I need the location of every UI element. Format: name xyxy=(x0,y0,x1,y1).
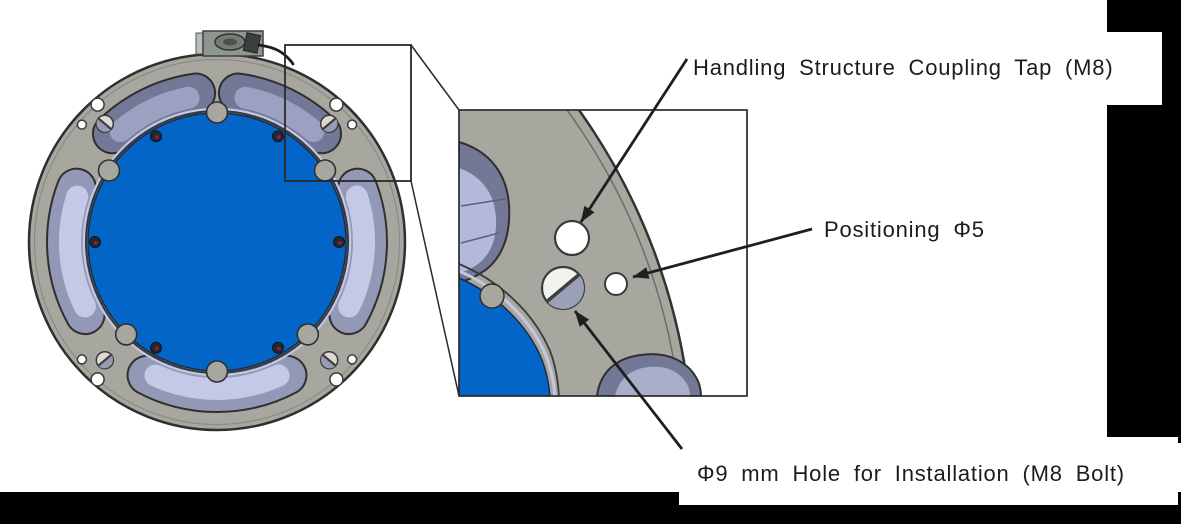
phi9-installation-hole xyxy=(540,265,586,311)
label-installation: Φ9 mm Hole for Installation (M8 Bolt) xyxy=(697,461,1125,486)
detail-slot-line xyxy=(460,232,500,244)
phi9-bolt-slot-small xyxy=(321,117,337,131)
disk-screw-mark xyxy=(337,240,342,245)
detail-disk-edge-dark xyxy=(459,263,560,396)
phi9-bolt-shadow-small xyxy=(322,118,338,132)
detail-slot-top-left xyxy=(459,140,511,284)
bracket-block xyxy=(242,32,262,54)
mounting-slot-highlight xyxy=(338,185,376,318)
disk-notch xyxy=(296,323,320,346)
callout-line-bottom xyxy=(410,180,460,397)
disk-notch xyxy=(205,101,229,124)
disk-notch xyxy=(97,159,121,182)
m8-tap-hole-small xyxy=(90,97,105,112)
detail-view xyxy=(458,109,748,397)
phi9-bolt-shadow-small xyxy=(321,354,336,369)
detail-disk-notch xyxy=(479,283,505,309)
bracket-wire xyxy=(257,43,295,66)
detail-slot-line xyxy=(460,198,506,207)
mounting-slot-highlight xyxy=(109,86,200,143)
phi9-bolt-shadow-small xyxy=(98,354,113,369)
bracket-boss-center xyxy=(223,38,237,46)
phi9-bolt-slot-small xyxy=(97,117,113,131)
callout-line-top xyxy=(410,44,460,111)
label-tap: Handling Structure Coupling Tap (M8) xyxy=(693,55,1113,80)
disk-notch xyxy=(205,360,229,383)
phi5-positioning-hole-small xyxy=(76,119,88,130)
detail-slot-inner xyxy=(459,168,497,272)
m8-tap-hole-small xyxy=(329,372,344,387)
disk-screw-mark xyxy=(154,135,159,140)
label-positioning: Positioning Φ5 xyxy=(824,217,985,242)
tap-label-box xyxy=(676,32,1162,105)
phi9-bolt-slot-small xyxy=(97,353,113,367)
m8-tap-hole-small xyxy=(90,372,105,387)
handling-bracket xyxy=(195,30,295,66)
phi5-positioning-hole-small xyxy=(346,354,358,365)
detail-view-content xyxy=(459,110,703,396)
arrow-installation xyxy=(573,310,684,450)
arrow-positioning xyxy=(632,227,813,279)
m8-tap-hole-small xyxy=(329,97,344,112)
outer-ring-bevel xyxy=(33,58,401,426)
detail-view-border xyxy=(458,109,748,397)
main-assembly-view xyxy=(27,30,407,432)
m8-tap-hole xyxy=(553,219,591,257)
disk-screw-mark xyxy=(93,240,98,245)
phi9-bolt-slot-small xyxy=(321,353,337,367)
disk-screw-mark xyxy=(276,135,281,140)
phi5-positioning-hole-small xyxy=(76,354,88,365)
phi9-bolt-shadow xyxy=(546,274,585,310)
mounting-slot-highlight xyxy=(234,86,325,143)
phi9-bolt-shadow-small xyxy=(96,118,112,132)
phi5-positioning-hole-small xyxy=(346,119,358,130)
disk-notch xyxy=(114,323,138,346)
arrow-tap xyxy=(579,58,689,223)
phi9-bolt-slot xyxy=(545,273,581,303)
wheel-features xyxy=(46,72,388,413)
installation-label-box xyxy=(679,437,1178,505)
detail-ring-outer-edge xyxy=(577,110,691,396)
detail-source-box xyxy=(284,44,412,182)
phi5-positioning-hole xyxy=(604,272,628,296)
disk-screw-mark xyxy=(276,346,281,351)
disk-notch xyxy=(313,159,337,182)
mounting-slot-highlight xyxy=(58,185,96,318)
disk-screw-mark xyxy=(154,346,159,351)
